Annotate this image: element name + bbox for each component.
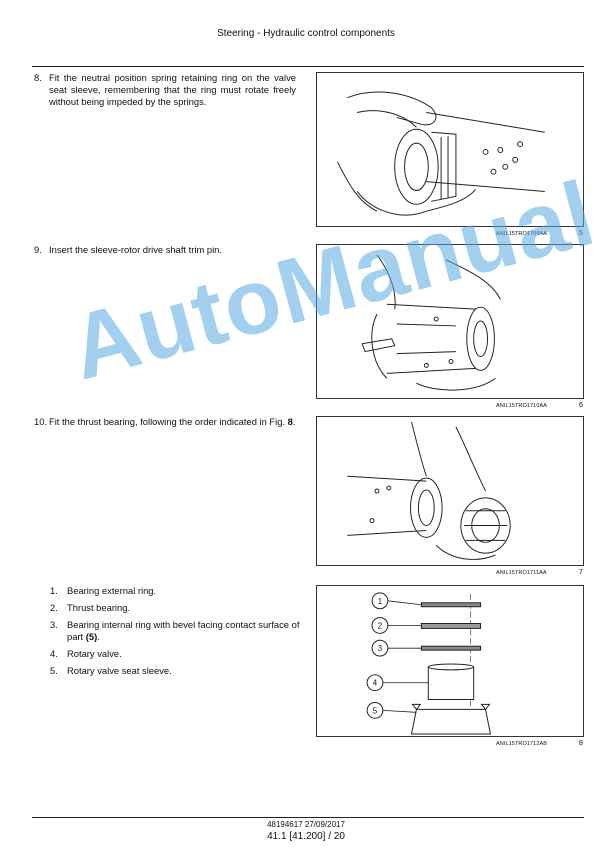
step-8: 8. Fit the neutral position spring retai…	[34, 72, 296, 108]
list-item: 5. Rotary valve seat sleeve.	[50, 665, 172, 676]
figure-8-number: 8	[579, 740, 583, 747]
figure-6-reference: ANIL15TRO1710AA	[496, 403, 548, 409]
rotary-valve-part	[427, 666, 475, 700]
figure-8-diagram: 1 2 3 4 5	[316, 585, 584, 737]
step-number: 8.	[34, 72, 42, 83]
parts-list: 1. Bearing external ring. 2. Thrust bear…	[50, 585, 300, 682]
figure-5-number: 5	[579, 230, 583, 237]
step-9: 9. Insert the sleeve-rotor drive shaft t…	[34, 244, 296, 256]
footer-document-id: 48194617 27/09/2017	[267, 820, 345, 829]
callout-1	[371, 592, 389, 610]
step-text: Fit the neutral position spring retainin…	[49, 72, 296, 107]
figure-6-number: 6	[579, 402, 583, 409]
callout-label: 2	[378, 621, 382, 630]
step-text: Insert the sleeve-rotor drive shaft trim…	[49, 244, 222, 255]
page-header-title: Steering - Hydraulic control components	[217, 28, 395, 39]
figure-7-number: 7	[579, 569, 583, 576]
figure-8-reference: ANIL15TRO1712AB	[496, 741, 548, 747]
figure-7-image	[316, 416, 584, 566]
footer-page-number: 41.1 [41.200] / 20	[267, 831, 345, 842]
header-rule	[32, 66, 584, 67]
figure-7-reference: ANIL15TRO1711AA	[496, 570, 547, 576]
bearing-external-ring-part	[420, 602, 482, 608]
step-number: 10.	[34, 416, 48, 427]
callout-label: 1	[378, 597, 382, 606]
callout-label: 3	[378, 644, 383, 653]
rotary-valve-seat-sleeve-part	[410, 708, 492, 735]
list-item: 1. Bearing external ring.	[50, 585, 157, 596]
step-text: Fit the thrust bearing, following the or…	[49, 416, 296, 427]
list-item: 4. Rotary valve.	[50, 648, 122, 659]
callout-label: 4	[373, 679, 378, 688]
figure-reference: 8	[287, 416, 293, 427]
bearing-internal-ring-part	[420, 645, 482, 651]
figure-5-image	[316, 72, 584, 227]
list-item: 2. Thrust bearing.	[50, 602, 131, 613]
step-10: 10. Fit the thrust bearing, following th…	[34, 416, 296, 428]
callout-label: 5	[373, 706, 378, 715]
list-item: 3. Bearing internal ring with bevel faci…	[50, 619, 300, 642]
figure-5-reference: ANIL15TRO1709AA	[496, 231, 548, 237]
step-number: 9.	[34, 244, 42, 255]
thrust-bearing-part	[420, 623, 482, 629]
footer-rule	[32, 817, 584, 818]
figure-6-image	[316, 244, 584, 399]
